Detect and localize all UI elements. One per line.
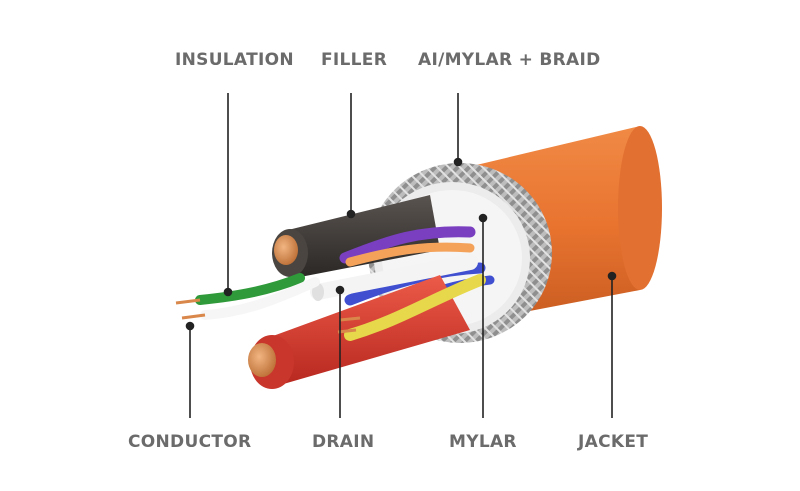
label-jacket: JACKET bbox=[578, 432, 649, 452]
label-insulation: INSULATION bbox=[175, 50, 294, 70]
filler bbox=[272, 195, 440, 278]
label-drain: DRAIN bbox=[312, 432, 375, 452]
label-braid: AI/MYLAR + BRAID bbox=[418, 50, 601, 70]
twisted-pair-purple bbox=[339, 226, 476, 267]
label-filler: FILLER bbox=[321, 50, 388, 70]
leader-lines bbox=[185, 93, 617, 418]
twisted-pair-yellow bbox=[337, 274, 486, 341]
label-mylar: MYLAR bbox=[449, 432, 517, 452]
label-conductor: CONDUCTOR bbox=[128, 432, 252, 452]
twisted-pair-green bbox=[175, 273, 320, 320]
drain-wire bbox=[310, 254, 478, 301]
